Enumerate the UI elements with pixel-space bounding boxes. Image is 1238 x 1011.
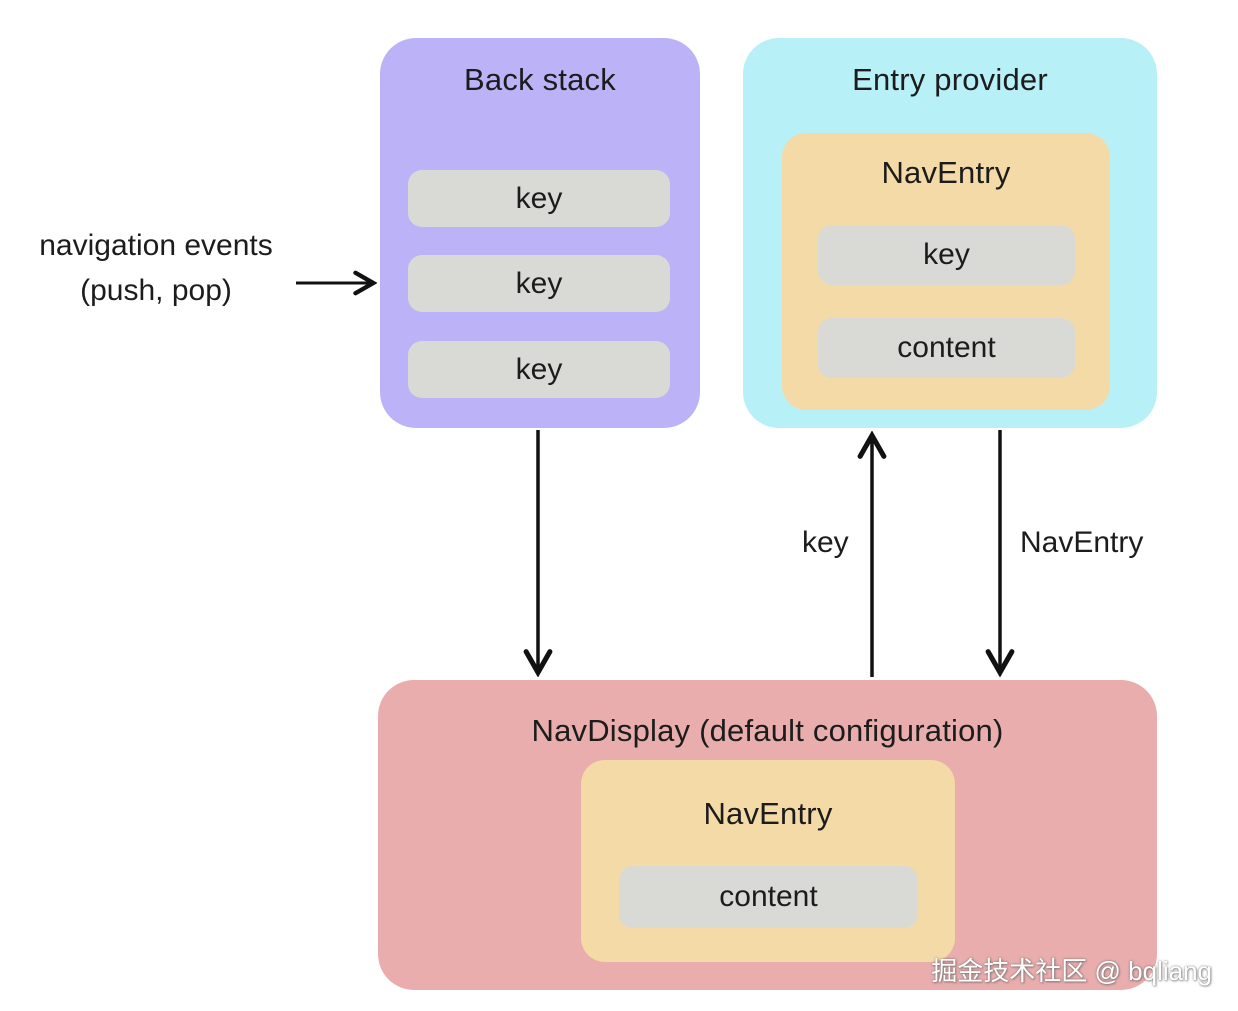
navigation-events-label: navigation events (push, pop) — [8, 223, 304, 313]
entry-provider-nav-entry-title: NavEntry — [881, 155, 1011, 190]
back-stack-key-pill: key — [408, 255, 670, 312]
key-arrow-label: key — [802, 526, 849, 559]
nav-display-box: NavDisplay (default configuration) NavEn… — [378, 680, 1157, 990]
entry-nav-entry-key-pill: key — [818, 225, 1075, 285]
nav-display-title: NavDisplay (default configuration) — [531, 713, 1004, 748]
nav-display-nav-entry-box: NavEntry content — [581, 760, 955, 962]
back-stack-title: Back stack — [464, 62, 616, 97]
display-nav-entry-content-pill: content — [619, 866, 918, 928]
nav-display-nav-entry-title: NavEntry — [703, 796, 833, 831]
navigation-events-line2: (push, pop) — [80, 274, 232, 307]
entry-provider-title: Entry provider — [852, 62, 1048, 97]
entry-nav-entry-content-pill: content — [818, 318, 1075, 378]
back-stack-key-pill: key — [408, 170, 670, 227]
entry-provider-box: Entry provider NavEntry key content — [743, 38, 1157, 428]
back-stack-box: Back stack key key key — [380, 38, 700, 428]
watermark: 掘金技术社区 @ bqliang — [931, 956, 1212, 986]
back-stack-key-pill: key — [408, 341, 670, 398]
nav-entry-arrow-label: NavEntry — [1020, 526, 1144, 559]
navigation-events-line1: navigation events — [39, 229, 273, 262]
entry-provider-nav-entry-box: NavEntry key content — [782, 133, 1110, 410]
